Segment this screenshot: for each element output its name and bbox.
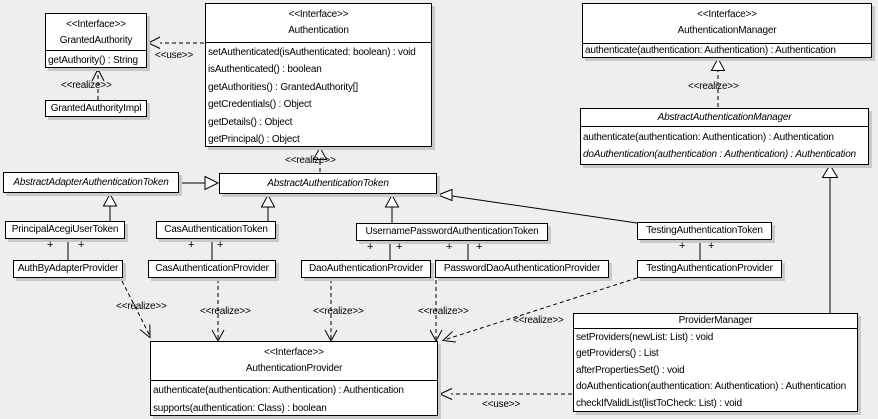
realize-label: <<realize>>	[116, 301, 167, 312]
class-name: UsernamePasswordAuthenticationToken	[365, 226, 539, 237]
method-label: getPrincipal() : Object	[208, 134, 300, 146]
class-name: PasswordDaoAuthenticationProvider	[443, 263, 601, 274]
use-label: <<use>>	[155, 50, 194, 61]
method-label: setProviders(newList: List) : void	[576, 332, 714, 343]
class-username-password-authentication-token: UsernamePasswordAuthenticationToken	[356, 223, 548, 241]
stereotype-label: <<Interface>>	[288, 9, 349, 20]
class-name: DaoAuthenticationProvider	[309, 263, 423, 274]
method-label: authenticate(authentication: Authenticat…	[585, 45, 836, 56]
dashed-edges	[97, 42, 719, 395]
realize-label: <<realize>>	[61, 80, 112, 91]
multiplicity-plus: +	[188, 239, 195, 251]
multiplicity-plus: +	[396, 241, 403, 253]
stereotype-label: <<Interface>>	[697, 9, 757, 20]
method-label: getAuthorities() : GrantedAuthority[]	[208, 81, 358, 93]
class-name: AbstractAdapterAuthenticationToken	[13, 176, 169, 188]
class-name: TestingAuthenticationToken	[646, 225, 763, 236]
multiplicity-plus: +	[679, 240, 686, 252]
class-name: TestingAuthenticationProvider	[646, 263, 773, 274]
method-label: authenticate(authentication: Authenticat…	[583, 132, 834, 143]
class-authentication: <<Interface>> Authentication setAuthenti…	[205, 3, 432, 147]
class-name: GrantedAuthority	[59, 35, 133, 46]
realize-label: <<realize>>	[313, 306, 364, 317]
class-granted-authority: <<Interface>> GrantedAuthority getAuthor…	[45, 13, 147, 68]
class-authentication-manager: <<Interface>> AuthenticationManager auth…	[582, 3, 872, 58]
multiplicity-plus: +	[708, 240, 715, 252]
class-cas-authentication-provider: CasAuthenticationProvider	[148, 260, 276, 278]
realize-label: <<realize>>	[513, 315, 564, 326]
multiplicity-plus: +	[217, 239, 224, 251]
method-label: getAuthority() : String	[48, 55, 138, 66]
class-dao-authentication-provider: DaoAuthenticationProvider	[301, 260, 431, 278]
method-label: checkIfValidList(listToCheck: List) : vo…	[576, 397, 742, 409]
class-auth-by-adapter-provider: AuthByAdapterProvider	[13, 260, 123, 278]
multiplicity-plus: +	[476, 241, 483, 253]
realize-label: <<realize>>	[418, 306, 469, 317]
method-label: supports(authentication: Class) : boolea…	[153, 402, 327, 414]
stereotype-label: <<Interface>>	[66, 19, 126, 30]
class-name: GrantedAuthorityImpl	[50, 102, 142, 114]
use-label: <<use>>	[482, 399, 521, 410]
realize-label: <<realize>>	[200, 306, 251, 317]
class-testing-authentication-provider: TestingAuthenticationProvider	[637, 260, 782, 278]
class-name: AuthenticationProvider	[245, 363, 343, 374]
hollow-triangle-arrowheads	[102, 57, 839, 208]
class-name: ProviderManager	[678, 315, 753, 326]
class-name: Authentication	[288, 25, 349, 36]
method-label: doAuthentication(authentication: Authent…	[576, 381, 846, 393]
method-label: setAuthenticated(isAuthenticated: boolea…	[208, 47, 416, 58]
class-granted-authority-impl: GrantedAuthorityImpl	[45, 100, 147, 117]
method-label: afterPropertiesSet() : void	[576, 364, 685, 376]
class-name: AuthenticationManager	[677, 25, 777, 36]
class-principal-acegi-user-token: PrincipalAcegiUserToken	[5, 221, 125, 239]
class-abstract-adapter-authentication-token: AbstractAdapterAuthenticationToken	[3, 172, 179, 193]
class-password-dao-authentication-provider: PasswordDaoAuthenticationProvider	[435, 260, 609, 278]
method-label: getProviders() : List	[576, 348, 659, 360]
multiplicity-plus: +	[446, 241, 453, 253]
realize-label: <<realize>>	[688, 81, 739, 92]
class-name: PrincipalAcegiUserToken	[11, 224, 119, 235]
multiplicity-plus: +	[47, 239, 54, 251]
stereotype-label: <<Interface>>	[264, 347, 324, 358]
realize-label: <<realize>>	[285, 155, 336, 166]
class-authentication-provider: <<Interface>> AuthenticationProvider aut…	[150, 341, 438, 416]
generalization-edges	[109, 177, 831, 313]
class-provider-manager: ProviderManager setProviders(newList: Li…	[573, 313, 858, 412]
class-name: AuthByAdapterProvider	[17, 263, 119, 274]
method-label: getCredentials() : Object	[208, 99, 312, 111]
method-label: isAuthenticated() : boolean	[208, 64, 322, 76]
multiplicity-plus: +	[367, 241, 374, 253]
class-name: AbstractAuthenticationToken	[267, 177, 389, 189]
class-name: CasAuthenticationToken	[164, 224, 268, 235]
class-cas-authentication-token: CasAuthenticationToken	[156, 221, 276, 239]
class-abstract-authentication-manager: AbstractAuthenticationManager authentica…	[580, 108, 869, 165]
method-label: getDetails() : Object	[208, 116, 293, 128]
method-label: doAuthentication(authentication : Authen…	[583, 149, 856, 160]
class-name: AbstractAuthenticationManager	[657, 112, 792, 123]
class-abstract-authentication-token: AbstractAuthenticationToken	[219, 173, 437, 194]
association-edges	[67, 240, 701, 261]
class-testing-authentication-token: TestingAuthenticationToken	[637, 222, 772, 240]
class-name: CasAuthenticationProvider	[155, 263, 269, 274]
method-label: authenticate(authentication: Authenticat…	[153, 385, 404, 396]
multiplicity-plus: +	[78, 239, 85, 251]
